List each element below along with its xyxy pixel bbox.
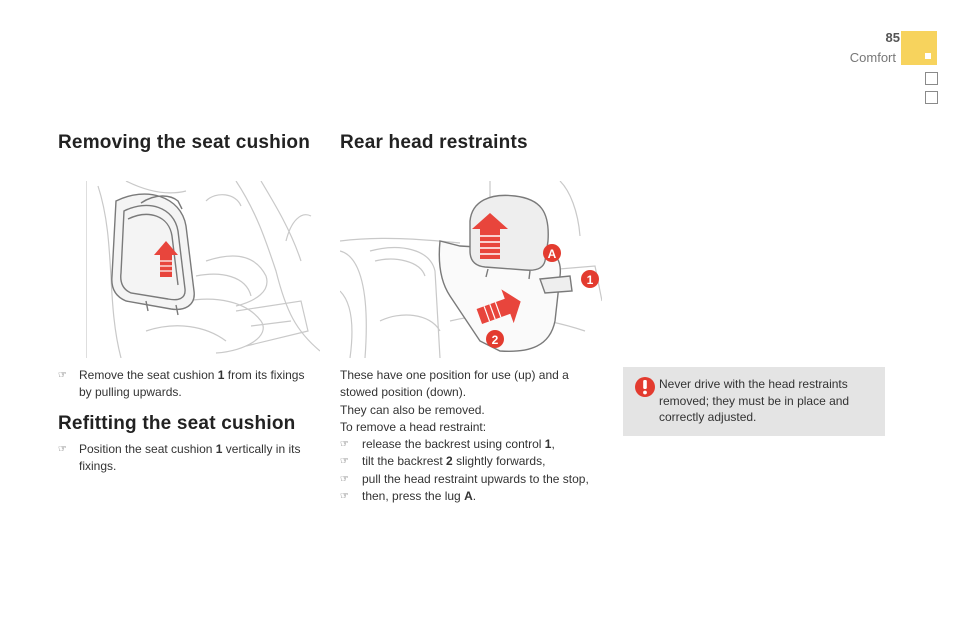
tab-marker-icon bbox=[925, 53, 931, 59]
svg-text:A: A bbox=[548, 247, 557, 261]
pointing-finger-icon: ☞ bbox=[340, 491, 349, 503]
refit-instruction: ☞ Position the seat cushion 1 vertically… bbox=[58, 441, 320, 475]
section-tab[interactable] bbox=[925, 91, 938, 104]
svg-text:2: 2 bbox=[492, 333, 499, 347]
callout-2: 2 bbox=[486, 330, 504, 348]
instruction-text: Position the seat cushion bbox=[79, 442, 216, 456]
seat-cushion-illustration bbox=[86, 181, 320, 358]
arrow-up-icon bbox=[472, 213, 508, 259]
list-item: ☞release the backrest using control 1, bbox=[340, 436, 610, 453]
instruction-text: from its fixings by pulling upwards. bbox=[79, 368, 305, 399]
section-title: Comfort bbox=[849, 50, 896, 65]
intro-paragraph: They can also be removed. bbox=[340, 402, 485, 417]
remove-instruction: ☞ Remove the seat cushion 1 from its fix… bbox=[58, 367, 320, 401]
list-item: ☞pull the head restraint upwards to the … bbox=[340, 471, 610, 488]
list-item: ☞tilt the backrest 2 slightly forwards, bbox=[340, 453, 610, 470]
pointing-finger-icon: ☞ bbox=[340, 456, 349, 468]
exclamation-icon bbox=[635, 377, 655, 397]
callout-a: A bbox=[543, 244, 561, 262]
heading-refitting-seat-cushion: Refitting the seat cushion bbox=[58, 413, 296, 434]
pointing-finger-icon: ☞ bbox=[340, 473, 349, 485]
pointing-finger-icon: ☞ bbox=[340, 439, 349, 451]
arrow-forward-icon bbox=[476, 289, 521, 325]
head-restraint-illustration: A 1 2 bbox=[340, 181, 602, 358]
pointing-finger-icon: ☞ bbox=[58, 444, 67, 455]
intro-paragraph: To remove a head restraint: bbox=[340, 419, 487, 434]
section-tab[interactable] bbox=[925, 72, 938, 85]
warning-text: Never drive with the head restraints rem… bbox=[659, 377, 850, 424]
component-number: 1 bbox=[217, 368, 225, 382]
warning-box: Never drive with the head restraints rem… bbox=[623, 367, 885, 436]
callout-1: 1 bbox=[581, 270, 599, 288]
instruction-text: vertically in its fixings. bbox=[79, 442, 301, 473]
rear-head-restraints-text: These have one position for use (up) and… bbox=[340, 367, 610, 505]
section-tab-active[interactable] bbox=[901, 31, 937, 65]
component-number: 1 bbox=[215, 442, 223, 456]
svg-text:1: 1 bbox=[587, 273, 594, 287]
list-item: ☞then, press the lug A. bbox=[340, 488, 610, 505]
intro-paragraph: These have one position for use (up) and… bbox=[340, 368, 569, 400]
heading-removing-seat-cushion: Removing the seat cushion bbox=[58, 132, 311, 153]
arrow-up-icon bbox=[154, 241, 178, 277]
instruction-text: Remove the seat cushion bbox=[79, 368, 218, 382]
page-number: 85 bbox=[885, 30, 900, 45]
removal-steps-list: ☞release the backrest using control 1, ☞… bbox=[340, 436, 610, 505]
pointing-finger-icon: ☞ bbox=[58, 370, 67, 381]
heading-rear-head-restraints: Rear head restraints bbox=[340, 132, 528, 153]
